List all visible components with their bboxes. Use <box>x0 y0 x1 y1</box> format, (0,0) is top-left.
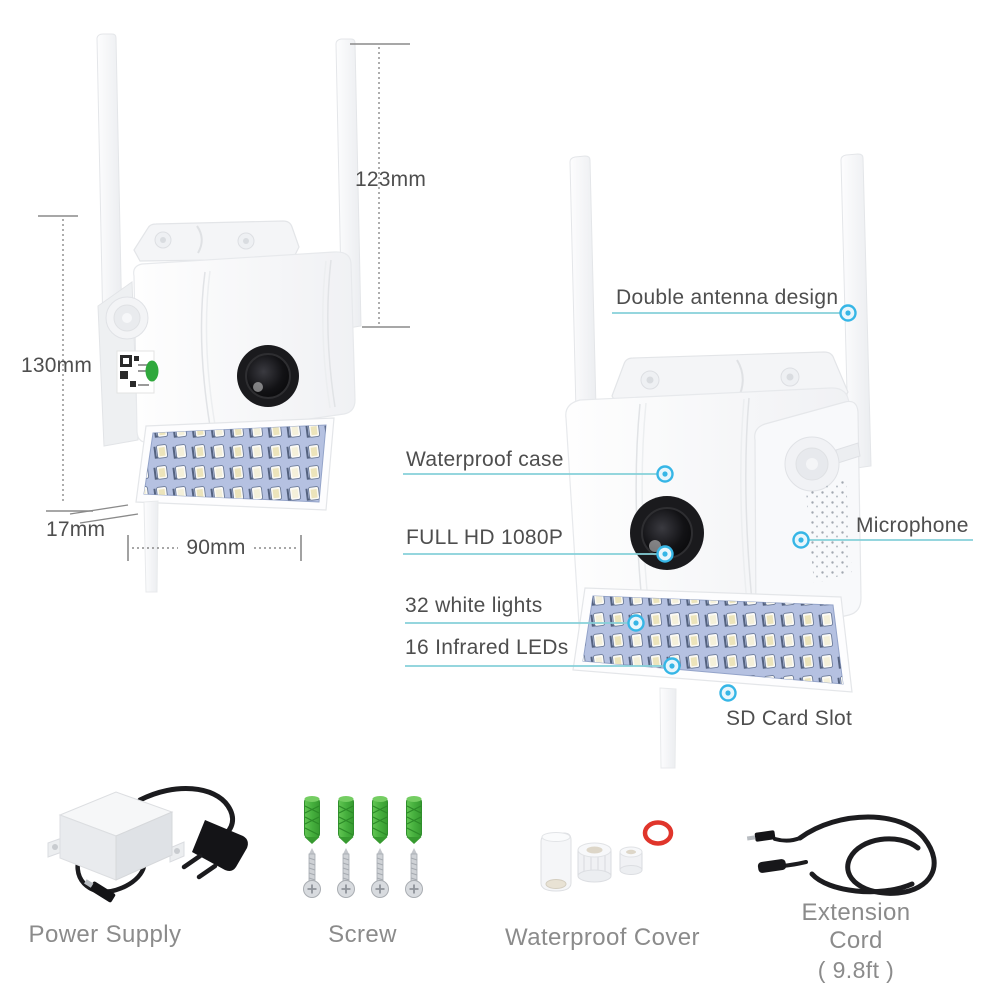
wall-anchors <box>304 796 422 844</box>
microphone-holes <box>806 480 852 584</box>
camera-right-figure <box>565 153 872 769</box>
camera-left-figure <box>96 33 362 593</box>
callout-double-antenna: Double antenna design <box>616 286 839 309</box>
adapter-box-right <box>115 811 173 881</box>
dc-jack <box>89 881 116 903</box>
callout-dot-infrared-leds <box>663 657 681 675</box>
callout-white-lights: 32 white lights <box>405 594 543 617</box>
dim-90mm <box>127 535 302 561</box>
accessory-label-waterproof-cover: Waterproof Cover <box>505 924 700 951</box>
dimension-body-width: 90mm <box>186 536 246 559</box>
callout-microphone: Microphone <box>856 514 969 537</box>
dc-plug-male <box>754 830 776 842</box>
qr-code-sticker <box>116 350 159 394</box>
callout-dot-double-antenna <box>839 304 857 322</box>
accessory-label-power-supply: Power Supply <box>28 921 182 948</box>
extension-cord-length: ( 9.8ft ) <box>817 957 895 983</box>
callout-dot-sd-card <box>719 684 737 702</box>
cover-nut-small <box>619 846 643 875</box>
dimension-panel-thickness: 17mm <box>46 518 106 541</box>
mount-pole <box>659 687 677 769</box>
accessory-label-screw: Screw <box>328 921 397 948</box>
dimension-lines <box>38 43 410 561</box>
cover-nut-large <box>577 842 612 883</box>
o-ring <box>642 820 674 846</box>
callout-dot-microphone <box>792 531 810 549</box>
antenna-left <box>96 33 123 332</box>
dimension-antenna-height: 123mm <box>355 168 427 191</box>
callout-lines <box>403 312 973 667</box>
power-supply-figure <box>47 786 248 903</box>
dim-17mm <box>69 504 139 524</box>
screw-figure <box>303 796 423 898</box>
waterproof-cover-figure <box>540 820 674 892</box>
dc-plug-female <box>757 859 787 873</box>
callout-sd-card-slot: SD Card Slot <box>726 707 853 730</box>
callout-infrared-leds: 16 Infrared LEDs <box>405 636 569 659</box>
dimension-body-height: 130mm <box>21 354 93 377</box>
camera-front-face <box>133 251 356 443</box>
antenna-left <box>569 155 598 454</box>
extension-cord-figure <box>746 814 937 896</box>
callout-dot-full-hd <box>656 545 674 563</box>
accessory-label-extension-cord: Extension Cord ( 9.8ft ) <box>775 899 937 984</box>
mount-pole <box>143 500 159 593</box>
brand-logo <box>145 360 159 382</box>
mount-bracket <box>133 220 300 262</box>
callout-full-hd: FULL HD 1080P <box>406 526 564 549</box>
callout-dot-white-lights <box>627 614 645 632</box>
callout-dots <box>627 304 857 702</box>
eu-plug <box>192 820 248 871</box>
callout-waterproof-case: Waterproof case <box>406 448 564 471</box>
screws <box>303 848 423 898</box>
dim-123mm <box>350 43 410 328</box>
callout-dot-waterproof-case <box>656 465 674 483</box>
